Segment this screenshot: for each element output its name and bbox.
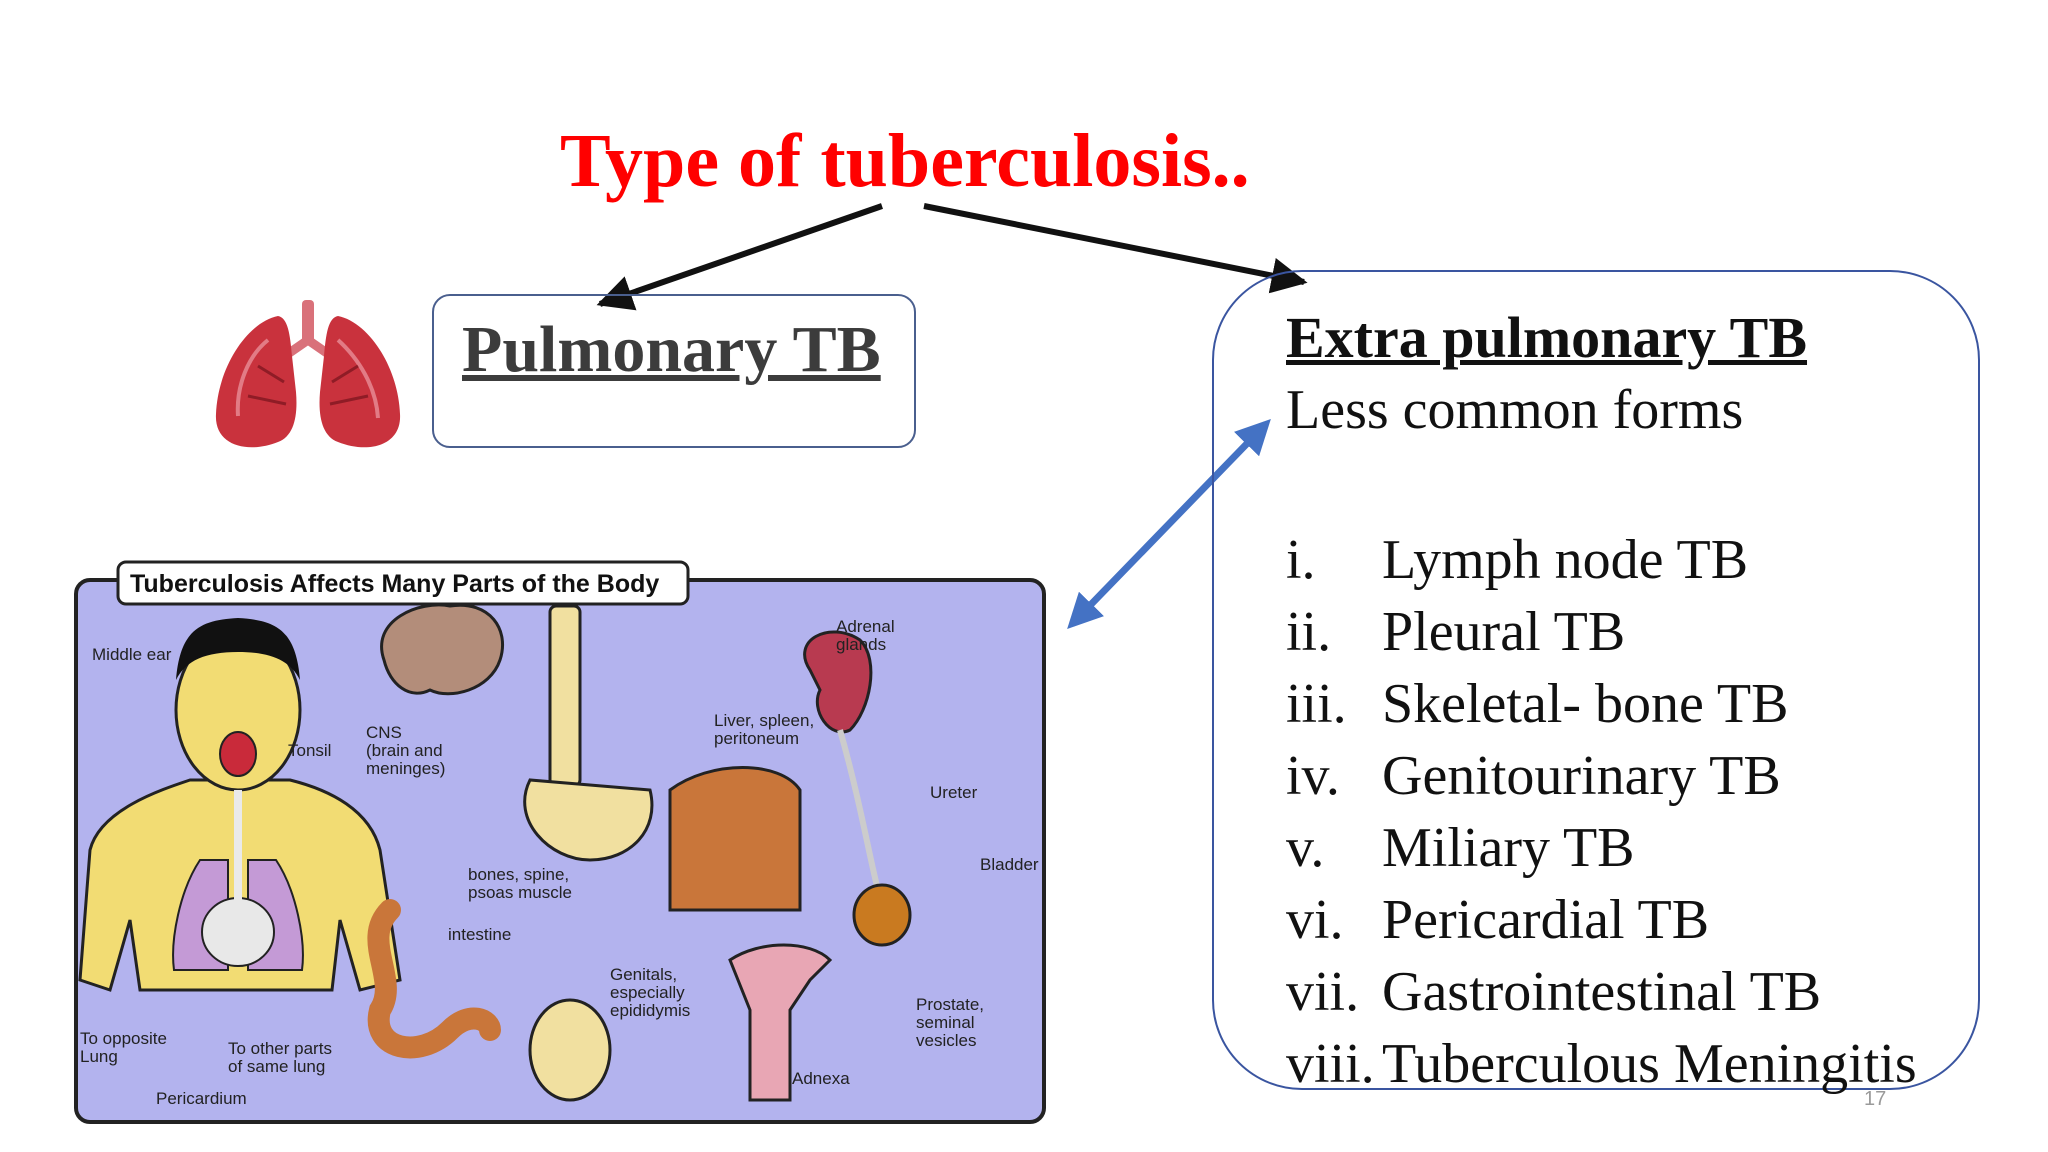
page-number: 17 (1864, 1088, 1887, 1110)
extra-pulmonary-subtitle: Less common forms (1286, 379, 1744, 441)
list-item-number: vii. (1286, 961, 1360, 1023)
label-intestine: intestine (448, 925, 511, 944)
list-item: iv. Genitourinary TB (1286, 740, 1917, 812)
arrow-to-pulmonary (596, 203, 883, 311)
label-liver-2: peritoneum (714, 729, 799, 748)
list-item-number: iv. (1286, 745, 1340, 807)
label-opposite-lung-2: Lung (80, 1047, 118, 1066)
spine-drawing (548, 604, 582, 788)
label-genitals-2: especially (610, 983, 685, 1002)
label-adrenal-1: Adrenal (836, 617, 895, 636)
list-item-label: Gastrointestinal TB (1382, 961, 1822, 1023)
tb-body-illustration: Tuberculosis Affects Many Parts of the B… (74, 560, 1046, 1124)
list-item-label: Miliary TB (1382, 817, 1635, 879)
label-pericardium: Pericardium (156, 1089, 247, 1108)
label-opposite-lung-1: To opposite (80, 1029, 167, 1048)
pulmonary-tb-box (432, 294, 916, 448)
label-cns-3: meninges) (366, 759, 445, 778)
label-other-parts-1: To other parts (228, 1039, 332, 1058)
list-item-label: Pleural TB (1382, 601, 1626, 663)
label-bones-2: psoas muscle (468, 883, 572, 902)
list-item-number: viii. (1286, 1033, 1375, 1095)
label-bladder: Bladder (980, 855, 1039, 874)
list-item-number: i. (1286, 529, 1316, 591)
label-cns-1: CNS (366, 723, 402, 742)
label-genitals-1: Genitals, (610, 965, 677, 984)
label-bones-1: bones, spine, (468, 865, 569, 884)
arrow-to-extra (923, 203, 1308, 294)
label-other-parts-2: of same lung (228, 1057, 325, 1076)
list-item-number: vi. (1286, 889, 1344, 951)
list-item: viii.Tuberculous Meningitis (1286, 1028, 1917, 1100)
list-item-label: Pericardial TB (1382, 889, 1710, 951)
bladder-drawing (852, 883, 912, 947)
brain-drawing (380, 603, 505, 696)
label-liver-1: Liver, spleen, (714, 711, 814, 730)
figure-title: Tuberculosis Affects Many Parts of the B… (130, 570, 659, 598)
pulmonary-tb-label: Pulmonary TB (462, 313, 881, 386)
list-item-number: iii. (1286, 673, 1347, 735)
extra-pulmonary-list: i. Lymph node TB ii. Pleural TB iii. Skelet… (1286, 524, 1917, 1100)
label-prostate-2: seminal (916, 1013, 975, 1032)
label-tonsil: Tonsil (288, 741, 331, 760)
pelvis-drawing (523, 778, 654, 862)
list-item: i. Lymph node TB (1286, 524, 1917, 596)
list-item-label: Skeletal- bone TB (1382, 673, 1789, 735)
label-adrenal-2: glands (836, 635, 886, 654)
uterus-drawing (728, 943, 833, 1102)
slide-title: Type of tuberculosis.. (560, 119, 1250, 203)
kidney-drawing (803, 630, 873, 734)
extra-pulmonary-title: Extra pulmonary TB (1286, 305, 1808, 370)
torso-figure (78, 618, 402, 992)
list-item-label: Genitourinary TB (1382, 745, 1781, 807)
list-item-number: ii. (1286, 601, 1332, 663)
list-item-number: v. (1286, 817, 1325, 879)
liver-drawing (668, 766, 802, 912)
list-item-label: Tuberculous Meningitis (1382, 1033, 1917, 1095)
label-ureter: Ureter (930, 783, 978, 802)
list-item: v. Miliary TB (1286, 812, 1917, 884)
label-prostate-1: Prostate, (916, 995, 984, 1014)
figure-labels: Middle ear Tonsil CNS (brain and meninge… (80, 617, 1039, 1108)
label-adnexa: Adnexa (792, 1069, 850, 1088)
list-item: vii. Gastrointestinal TB (1286, 956, 1917, 1028)
extra-pulmonary-box (1212, 270, 1980, 1090)
label-cns-2: (brain and (366, 741, 443, 760)
genitals-drawing (528, 998, 612, 1102)
list-item: vi. Pericardial TB (1286, 884, 1917, 956)
label-middle-ear: Middle ear (92, 645, 172, 664)
lungs-icon (215, 300, 401, 448)
list-item: ii. Pleural TB (1286, 596, 1917, 668)
label-prostate-3: vesicles (916, 1031, 976, 1050)
intestine-drawing (367, 899, 501, 1059)
double-arrow-figure-extra (1067, 418, 1271, 630)
label-genitals-3: epididymis (610, 1001, 690, 1020)
list-item-label: Lymph node TB (1382, 529, 1749, 591)
list-item: iii. Skeletal- bone TB (1286, 668, 1917, 740)
